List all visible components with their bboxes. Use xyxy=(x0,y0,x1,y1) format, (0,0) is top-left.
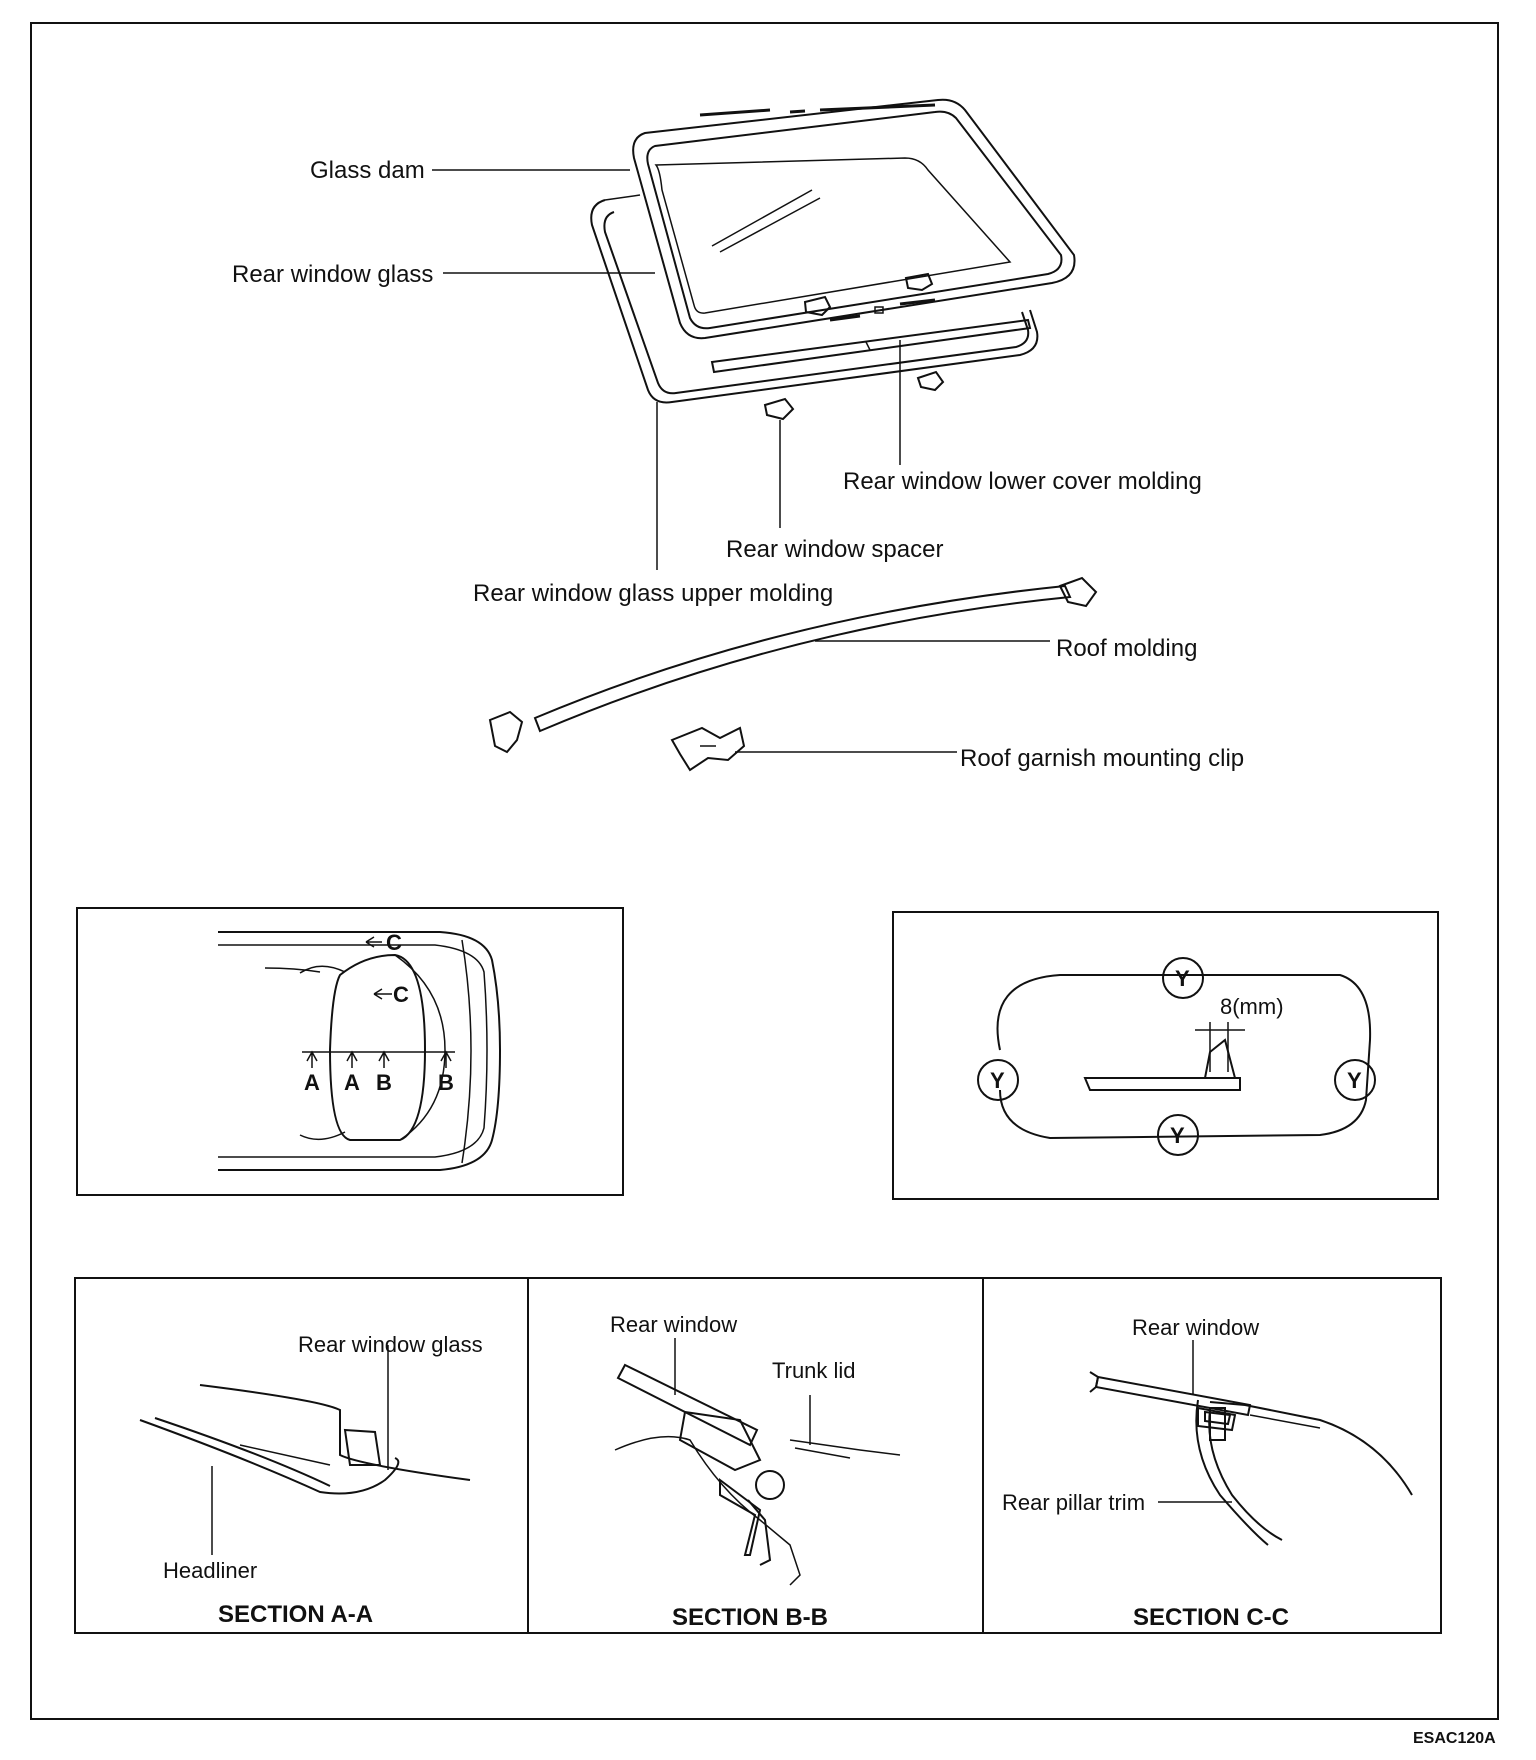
marker-b1: B xyxy=(376,1070,392,1095)
rear-window-glass-label: Rear window glass xyxy=(232,261,433,288)
dam-detail-panel: Y Y Y Y 8(mm) xyxy=(892,911,1439,1200)
section-a-glass-label: Rear window glass xyxy=(298,1332,483,1357)
lower-cover-molding-label: Rear window lower cover molding xyxy=(843,468,1202,495)
section-b-window-label: Rear window xyxy=(610,1312,737,1337)
roof-garnish-clip-drawing xyxy=(670,726,746,772)
marker-c2: C xyxy=(393,982,409,1007)
dimension-label: 8(mm) xyxy=(1220,994,1284,1019)
figure-code: ESAC120A xyxy=(1413,1730,1496,1747)
section-b-trunk-label: Trunk lid xyxy=(772,1358,856,1383)
top-view-panel: A A B B C C xyxy=(76,907,624,1196)
diagram-frame xyxy=(30,22,1499,1720)
marker-a1: A xyxy=(304,1070,320,1095)
point-y-left: Y xyxy=(990,1068,1005,1093)
lower-clips-drawing xyxy=(763,272,945,421)
glass-dam-label: Glass dam xyxy=(310,157,425,184)
point-y-top: Y xyxy=(1175,966,1190,991)
point-y-bottom: Y xyxy=(1170,1123,1185,1148)
section-c-title: SECTION C-C xyxy=(1133,1604,1289,1631)
section-b-drawing: Rear window Trunk lid SECTION B-B xyxy=(610,1312,901,1631)
section-c-pillar-label: Rear pillar trim xyxy=(1002,1490,1145,1515)
roof-molding-drawing xyxy=(488,576,1098,754)
rear-window-glass-drawing xyxy=(590,194,1039,404)
marker-b2: B xyxy=(438,1070,454,1095)
section-b-title: SECTION B-B xyxy=(672,1604,828,1631)
roof-molding-label: Roof molding xyxy=(1056,635,1197,662)
spacer-label: Rear window spacer xyxy=(726,536,943,563)
section-c-drawing: Rear window Rear pillar trim SECTION C-C xyxy=(1002,1315,1413,1631)
sections-panel: Rear window glass Headliner SECTION A-A … xyxy=(74,1277,1442,1634)
marker-c1: C xyxy=(386,930,402,955)
section-a-drawing: Rear window glass Headliner SECTION A-A xyxy=(139,1332,483,1628)
section-a-title: SECTION A-A xyxy=(218,1601,373,1628)
lower-cover-molding-drawing xyxy=(710,318,1032,374)
marker-a2: A xyxy=(344,1070,360,1095)
section-c-window-label: Rear window xyxy=(1132,1315,1259,1340)
point-y-right: Y xyxy=(1347,1068,1362,1093)
upper-molding-label: Rear window glass upper molding xyxy=(473,580,833,607)
roof-garnish-clip-label: Roof garnish mounting clip xyxy=(960,745,1244,772)
section-a-headliner-label: Headliner xyxy=(163,1558,257,1583)
glass-dam-drawing xyxy=(632,98,1076,340)
exploded-view: Glass dam Rear window glass Rear window … xyxy=(232,98,1244,772)
